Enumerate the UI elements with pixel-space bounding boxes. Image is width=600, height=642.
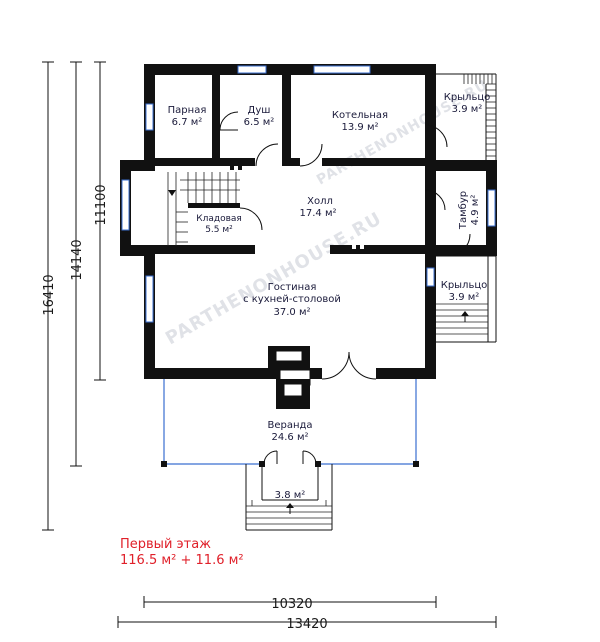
floor-title-block: Первый этаж 116.5 м² + 11.6 м² — [120, 537, 244, 568]
room-area-kotelnaya: 13.9 м² — [342, 122, 379, 133]
room-label-holl: Холл — [307, 196, 333, 207]
windows — [121, 65, 496, 323]
room-area-kryltso-top: 3.9 м² — [452, 104, 483, 115]
room-area-entry-porch: 3.8 м² — [275, 490, 306, 501]
room-area-holl: 17.4 м² — [300, 208, 337, 219]
room-label-gostinaya: Гостиная — [268, 282, 317, 293]
room-area-tambur: 4.9 м² — [470, 195, 481, 226]
room-label-kotelnaya: Котельная — [332, 110, 388, 121]
room-label-parnaya: Парная — [168, 105, 207, 116]
top-porch — [436, 73, 497, 160]
room-area-parnaya: 6.7 м² — [172, 117, 203, 128]
dim-label-mid-height: 14140 — [70, 239, 85, 280]
room-label-veranda: Веранда — [267, 420, 312, 431]
dim-label-inner-width: 10320 — [271, 597, 312, 612]
dimension-lines — [42, 61, 497, 628]
staircase — [167, 172, 240, 246]
room-area-kryltso-side: 3.9 м² — [449, 292, 480, 303]
floor-area-summary: 116.5 м² + 11.6 м² — [120, 553, 244, 568]
entry-porch — [245, 464, 333, 531]
room-label-dush: Душ — [248, 105, 271, 116]
room-area-gostinaya: 37.0 м² — [274, 307, 311, 318]
room-label-kryltso-side: Крыльцо — [441, 280, 488, 291]
room-labels: Парная 6.7 м² Душ 6.5 м² Котельная 13.9 … — [168, 92, 491, 501]
doors — [219, 111, 471, 380]
room-area-veranda: 24.6 м² — [272, 432, 309, 443]
room-label-tambur: Тамбур — [458, 191, 469, 230]
interior-walls — [155, 75, 425, 409]
room-area-dush: 6.5 м² — [244, 117, 275, 128]
watermark-bottom: PARTHENONHOUSE.RU — [162, 208, 386, 349]
dim-label-inner-height: 11100 — [94, 184, 109, 225]
room-label-gostinaya-sub: с кухней-столовой — [243, 294, 341, 305]
room-label-kryltso-top: Крыльцо — [444, 92, 491, 103]
dim-label-outer-height: 16410 — [42, 274, 57, 315]
floor-title: Первый этаж — [120, 537, 211, 552]
room-area-kladovaya: 5.5 м² — [205, 225, 233, 235]
room-label-kladovaya: Кладовая — [196, 214, 242, 224]
dim-label-outer-width: 13420 — [286, 617, 327, 632]
